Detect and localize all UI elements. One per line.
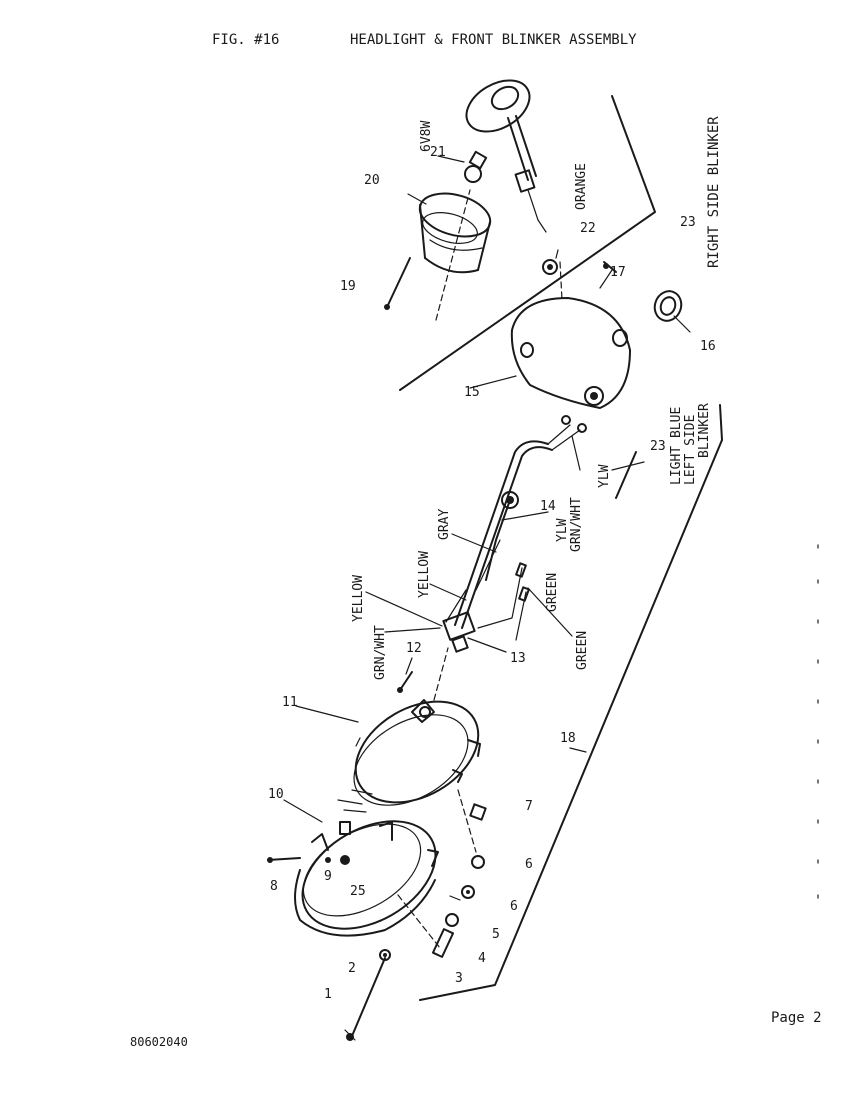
alignment-line-grommet bbox=[559, 261, 563, 301]
washer-5 bbox=[461, 885, 475, 899]
callout-19: 19 bbox=[340, 279, 356, 294]
connector-block-13 bbox=[442, 611, 476, 641]
callout-12: 12 bbox=[406, 641, 422, 656]
callout-25: 25 bbox=[350, 884, 366, 899]
grommet-22 bbox=[542, 259, 558, 275]
wire-label-orange: ORANGE bbox=[574, 163, 589, 210]
callout-2: 2 bbox=[348, 961, 356, 976]
panel-outlines bbox=[399, 95, 723, 1001]
headlight-socket bbox=[411, 699, 435, 723]
ylw-blinker-lead bbox=[615, 451, 637, 499]
callout-leaders bbox=[283, 155, 691, 901]
lower-panel-outline bbox=[419, 439, 723, 1001]
headlight-shell-15 bbox=[510, 297, 631, 409]
wire-label-gray: GRAY bbox=[437, 509, 452, 540]
callout-17: 17 bbox=[610, 265, 626, 280]
callout-23-left: 23 bbox=[650, 439, 666, 454]
wire-label-light-blue: LIGHT BLUE bbox=[669, 407, 684, 485]
connector-14 bbox=[485, 499, 511, 581]
headlight-unit-11 bbox=[353, 699, 481, 806]
washer-2 bbox=[379, 949, 391, 961]
callout-15: 15 bbox=[464, 385, 480, 400]
upper-panel-outline bbox=[399, 95, 656, 391]
right-side-blinker-label: RIGHT SIDE BLINKER bbox=[706, 116, 722, 268]
headlight-rim-10 bbox=[294, 820, 439, 937]
clip-7 bbox=[469, 803, 487, 821]
callout-20: 20 bbox=[364, 173, 380, 188]
callout-5: 5 bbox=[492, 927, 500, 942]
callout-23-right: 23 bbox=[680, 215, 696, 230]
callout-6-upper: 6 bbox=[525, 857, 533, 872]
gray-wire bbox=[475, 539, 501, 591]
wire-label-yellow-mid: YELLOW bbox=[417, 551, 432, 598]
callout-10: 10 bbox=[268, 787, 284, 802]
blinker-stem bbox=[507, 117, 529, 181]
callout-4: 4 bbox=[478, 951, 486, 966]
rotated-labels: 6V8W ORANGE RIGHT SIDE BLINKER YELLOW GR… bbox=[351, 116, 722, 680]
nut-6 bbox=[471, 855, 485, 869]
harness-main bbox=[454, 440, 549, 626]
callout-14: 14 bbox=[540, 499, 556, 514]
left-side-label-line1: LEFT SIDE bbox=[683, 415, 698, 485]
part-9 bbox=[325, 857, 331, 863]
wiring-harness bbox=[442, 415, 587, 653]
blinker-housing bbox=[465, 79, 531, 133]
callout-22: 22 bbox=[580, 221, 596, 236]
screw-8 bbox=[267, 857, 301, 861]
alignment-line-socket bbox=[433, 647, 449, 701]
figure-number: FIG. #16 bbox=[212, 32, 279, 48]
screw-12 bbox=[399, 671, 413, 691]
wire-label-green-2: GREEN bbox=[575, 631, 590, 670]
callout-6-lower: 6 bbox=[510, 899, 518, 914]
callout-1: 1 bbox=[324, 987, 332, 1002]
wire-label-yellow-top: YELLOW bbox=[351, 575, 366, 622]
part-25 bbox=[340, 855, 350, 865]
callout-16: 16 bbox=[700, 339, 716, 354]
callout-18: 18 bbox=[560, 731, 576, 746]
screw-19 bbox=[387, 257, 411, 306]
wire-leader-lines bbox=[365, 511, 573, 653]
orange-lead bbox=[527, 189, 539, 221]
callout-3: 3 bbox=[455, 971, 463, 986]
stud-3 bbox=[431, 928, 455, 958]
wire-label-green-1: GREEN bbox=[545, 573, 560, 612]
callout-13: 13 bbox=[510, 651, 526, 666]
wire-label-ylw-14: YLW bbox=[555, 518, 570, 542]
page-number: Page 2 bbox=[771, 1010, 822, 1026]
wire-label-grn-wht-top: GRN/WHT bbox=[373, 625, 388, 680]
bulb-spec-label: 6V8W bbox=[419, 121, 434, 152]
blinker-lens-cap bbox=[490, 85, 520, 111]
wire-label-ylw-lead: YLW bbox=[597, 464, 612, 488]
bulb-base bbox=[468, 150, 488, 170]
document-number: 80602040 bbox=[130, 1035, 188, 1049]
left-side-label-line2: BLINKER bbox=[697, 403, 712, 458]
bulb-globe bbox=[464, 165, 482, 183]
shell-grommet bbox=[584, 386, 604, 406]
callout-11: 11 bbox=[282, 695, 298, 710]
callout-8: 8 bbox=[270, 879, 278, 894]
alignment-line-lens bbox=[435, 189, 471, 321]
green-wire-1 bbox=[477, 567, 523, 629]
washer-4 bbox=[445, 913, 459, 927]
shell-hole bbox=[520, 342, 534, 358]
blinker-lens-20 bbox=[418, 192, 492, 274]
bolt-1 bbox=[351, 957, 386, 1037]
blinker-bulb bbox=[464, 150, 488, 183]
right-blinker-lamp bbox=[465, 79, 547, 233]
figure-title: HEADLIGHT & FRONT BLINKER ASSEMBLY bbox=[350, 32, 637, 48]
callout-9: 9 bbox=[324, 869, 332, 884]
wire-label-grn-wht-14: GRN/WHT bbox=[569, 497, 584, 552]
grommet-16 bbox=[653, 290, 683, 322]
ylw-lead-wire bbox=[571, 435, 581, 471]
rim-hardware bbox=[344, 803, 487, 1041]
right-panel-edge bbox=[719, 404, 723, 441]
callout-21: 21 bbox=[430, 145, 446, 160]
callout-7: 7 bbox=[525, 799, 533, 814]
callout-numbers: 1 2 3 4 5 6 6 7 8 9 10 11 12 13 14 15 16… bbox=[268, 145, 716, 1002]
